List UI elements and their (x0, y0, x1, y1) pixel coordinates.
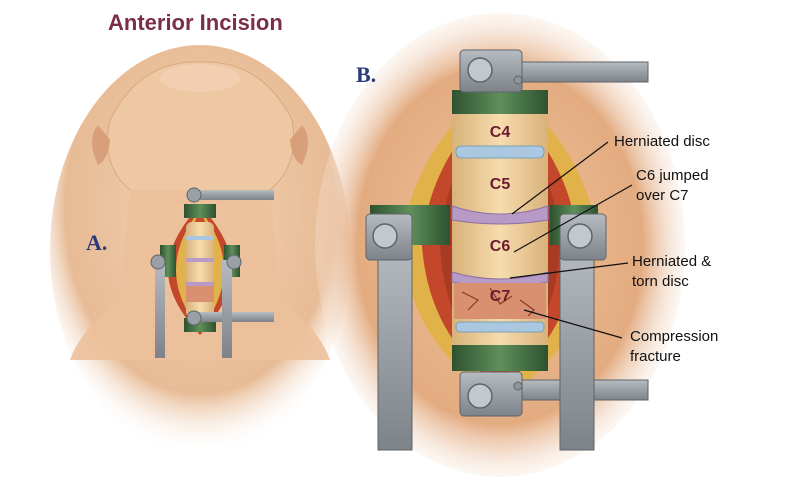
disc-c7-t1 (455, 321, 545, 333)
small-knob-left (150, 254, 166, 270)
leader-torn (509, 262, 629, 279)
vertebra-label-c7: C7 (489, 288, 511, 305)
disc-c4-c5 (455, 145, 545, 159)
fracture-small (186, 286, 214, 302)
callout-herniated-disc: Herniated disc (614, 133, 710, 150)
small-leg-left (155, 260, 165, 358)
jaw-outline (107, 61, 295, 203)
right-leg (559, 239, 595, 451)
leader-jumped (513, 184, 633, 253)
bottom-knob (467, 383, 493, 409)
small-knob-top (186, 187, 202, 203)
callout-fracture-line2: fracture (630, 348, 681, 365)
incision-fat-left (176, 210, 200, 330)
panel-label-b: B. (356, 62, 377, 87)
left-leg (377, 239, 413, 451)
vertebra-label-c5: C5 (489, 176, 511, 193)
callout-fracture-line1: Compression (630, 328, 719, 345)
neck-incision (168, 205, 232, 335)
right-knob (567, 223, 593, 249)
small-arm-top (188, 190, 274, 200)
top-knob (467, 57, 493, 83)
fracture-lines (461, 287, 535, 317)
left-knob (372, 223, 398, 249)
small-knob-bottom (186, 310, 202, 326)
right-ear (290, 125, 308, 165)
bottom-blade (452, 345, 548, 371)
small-clamp-top (184, 204, 216, 218)
small-retractor (150, 187, 274, 358)
callout-c6-jumped-line2: over C7 (636, 187, 689, 204)
bottom-screw (513, 381, 523, 391)
small-leg-right (222, 260, 232, 358)
leader-lines (509, 141, 633, 339)
callout-c6-jumped-line1: C6 jumped (636, 167, 709, 184)
disc-c5-c6 (451, 205, 549, 225)
leader-fracture (523, 309, 623, 339)
top-blade (452, 90, 548, 114)
callout-torn-disc-line1: Herniated & (632, 253, 712, 270)
incision-fat-right (200, 210, 224, 330)
vertebra-label-c6: C6 (489, 238, 511, 255)
disc-small-3 (186, 282, 214, 286)
disc-small-1 (186, 236, 214, 240)
disc-small-2 (186, 258, 214, 262)
vertebra-label-c4: C4 (489, 124, 511, 141)
callout-torn-disc-line2: torn disc (632, 273, 689, 290)
top-screw (513, 75, 523, 85)
figure-title: Anterior Incision (108, 10, 283, 35)
retractor-system (365, 49, 649, 451)
chin (160, 64, 240, 92)
left-ear (92, 125, 110, 165)
panel-label-a: A. (86, 230, 108, 255)
leader-herniated (511, 141, 609, 215)
small-knob-right (226, 254, 242, 270)
